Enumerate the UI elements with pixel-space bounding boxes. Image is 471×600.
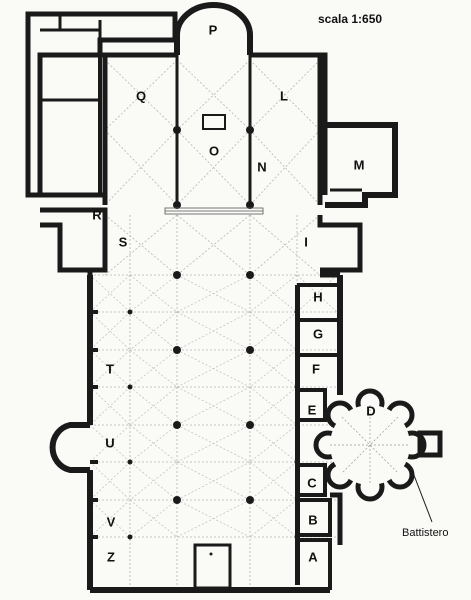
room-label-v: V bbox=[106, 514, 116, 530]
room-label-e: E bbox=[307, 402, 317, 418]
room-label-n: N bbox=[257, 159, 267, 175]
baptistery bbox=[313, 388, 443, 502]
scale-label: scala 1:650 bbox=[318, 12, 383, 26]
room-label-p: P bbox=[208, 22, 218, 38]
room-label-m: M bbox=[353, 157, 365, 173]
room-label-z: Z bbox=[107, 549, 115, 565]
room-label-s: S bbox=[118, 234, 128, 250]
room-label-h: H bbox=[313, 289, 323, 305]
room-label-o: O bbox=[208, 143, 220, 159]
vault-lines bbox=[90, 59, 340, 590]
room-label-c: C bbox=[307, 475, 317, 491]
walls bbox=[25, 2, 398, 593]
piers bbox=[90, 114, 300, 585]
room-label-r: R bbox=[92, 207, 102, 223]
room-label-q: Q bbox=[135, 88, 147, 104]
room-label-a: A bbox=[308, 549, 318, 565]
room-label-u: U bbox=[105, 435, 115, 451]
room-label-g: G bbox=[312, 326, 324, 342]
room-label-i: I bbox=[304, 234, 308, 250]
baptistery-label: Battistero bbox=[402, 527, 449, 539]
nave-diagonals bbox=[89, 274, 338, 538]
room-label-b: B bbox=[308, 512, 318, 528]
room-label-l: L bbox=[280, 88, 288, 104]
steps bbox=[164, 207, 264, 215]
room-label-t: T bbox=[106, 361, 114, 377]
room-label-d: D bbox=[366, 403, 376, 419]
room-label-f: F bbox=[312, 361, 320, 377]
baptistery-pointer bbox=[411, 469, 433, 523]
